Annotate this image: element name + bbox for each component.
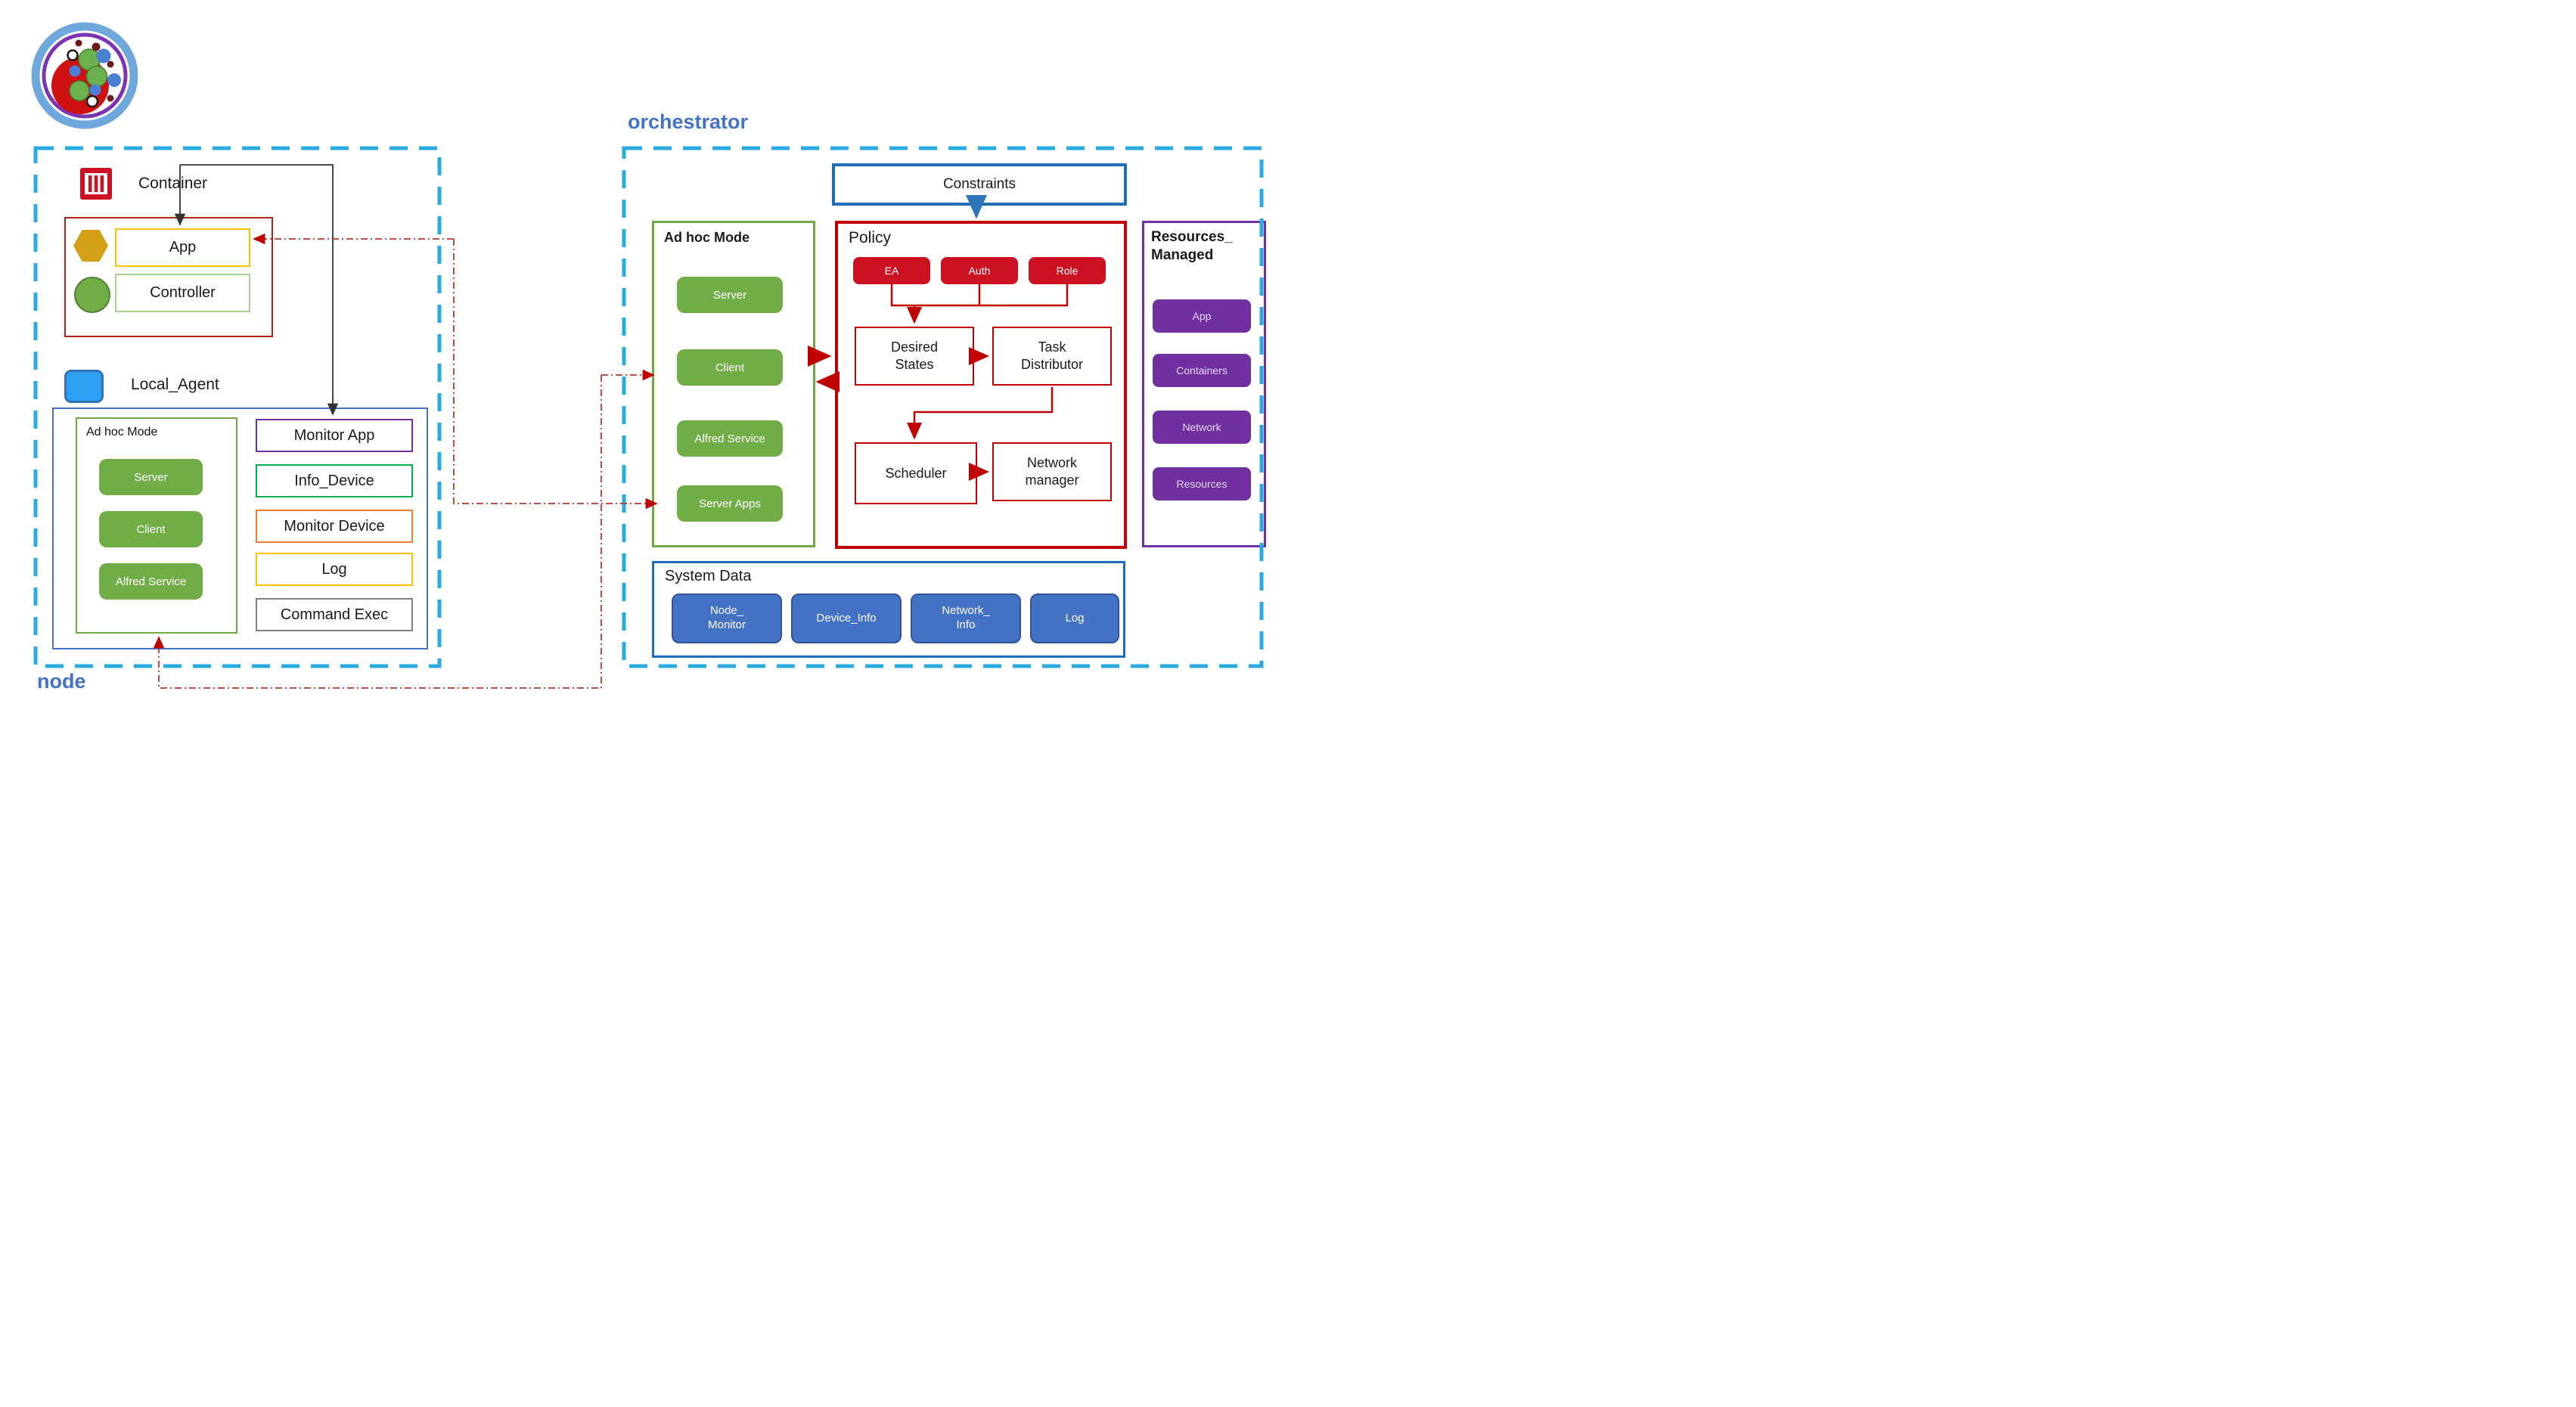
policy-input-auth: Auth bbox=[941, 257, 1018, 284]
node-zone-label: node bbox=[37, 670, 86, 693]
local-adhoc-item-client: Client bbox=[99, 511, 203, 547]
scheduler-box: Scheduler bbox=[855, 442, 977, 504]
module-monitor-app: Monitor App bbox=[256, 419, 413, 452]
orch-adhoc-item-server-apps: Server Apps bbox=[677, 485, 783, 522]
resources-managed-title: Resources_ Managed bbox=[1151, 229, 1233, 263]
resource-item-network: Network bbox=[1153, 411, 1251, 444]
policy-input-ea: EA bbox=[853, 257, 930, 284]
orch-adhoc-title: Ad hoc Mode bbox=[664, 230, 750, 245]
diagram-canvas: Container App Controller Local_Agent Ad … bbox=[0, 0, 1288, 703]
constraints-box: Constraints bbox=[832, 163, 1127, 206]
microservices-logo bbox=[31, 22, 138, 129]
module-info-device: Info_Device bbox=[256, 464, 413, 497]
local-adhoc-title: Ad hoc Mode bbox=[86, 426, 158, 439]
container-icon bbox=[80, 168, 112, 200]
system-data-log: Log bbox=[1030, 593, 1119, 643]
blue-square-icon bbox=[64, 370, 104, 403]
network-manager-box: Network manager bbox=[992, 442, 1112, 501]
orch-adhoc-item-alfred-service: Alfred Service bbox=[677, 420, 783, 457]
controller-box: Controller bbox=[115, 274, 250, 312]
system-data-network-info: Network_ Info bbox=[911, 593, 1021, 643]
policy-title: Policy bbox=[849, 229, 892, 246]
resource-item-containers: Containers bbox=[1153, 354, 1251, 387]
system-data-device-info: Device_Info bbox=[791, 593, 902, 643]
container-title: Container bbox=[138, 175, 208, 192]
orch-adhoc-item-client: Client bbox=[677, 349, 783, 386]
local-adhoc-item-alfred-service: Alfred Service bbox=[99, 563, 203, 600]
system-data-node-monitor: Node_ Monitor bbox=[672, 593, 782, 643]
resource-item-app: App bbox=[1153, 299, 1251, 333]
module-monitor-device: Monitor Device bbox=[256, 510, 413, 543]
orch-adhoc-item-server: Server bbox=[677, 277, 783, 313]
task-distributor-box: Task Distributor bbox=[992, 327, 1112, 386]
system-data-title: System Data bbox=[665, 568, 752, 584]
module-log: Log bbox=[256, 553, 413, 586]
resource-item-resources: Resources bbox=[1153, 467, 1251, 501]
policy-input-role: Role bbox=[1029, 257, 1106, 284]
local-adhoc-item-server: Server bbox=[99, 459, 203, 495]
module-command-exec: Command Exec bbox=[256, 598, 413, 631]
local-agent-title: Local_Agent bbox=[131, 376, 219, 393]
app-box: App bbox=[115, 228, 250, 267]
green-circle-icon bbox=[74, 277, 110, 313]
orchestrator-zone-label: orchestrator bbox=[628, 110, 749, 133]
desired-states-box: Desired States bbox=[855, 327, 974, 386]
